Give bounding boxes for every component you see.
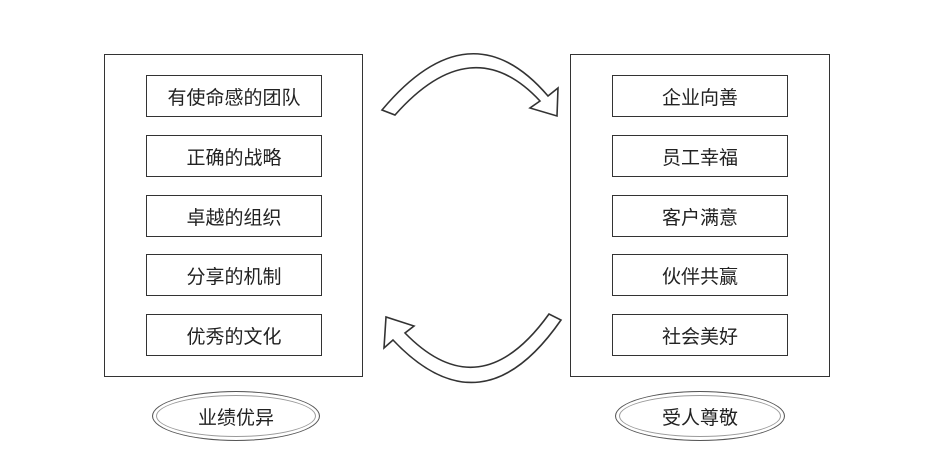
right-item-partner-winwin: 伙伴共赢 [612, 254, 788, 296]
right-result-oval: 受人尊敬 [615, 391, 785, 441]
left-item-mission-team: 有使命感的团队 [146, 75, 322, 117]
right-item-employee-happiness: 员工幸福 [612, 135, 788, 177]
right-panel: 企业向善 员工幸福 客户满意 伙伴共赢 社会美好 [570, 54, 830, 377]
bottom-curved-arrow-icon [383, 312, 563, 384]
right-result-label: 受人尊敬 [661, 406, 738, 429]
left-item-organization: 卓越的组织 [146, 195, 322, 237]
left-result-label: 业绩优异 [197, 406, 274, 429]
right-item-company-good: 企业向善 [612, 75, 788, 117]
left-panel: 有使命感的团队 正确的战略 卓越的组织 分享的机制 优秀的文化 [104, 54, 363, 377]
right-item-society-better: 社会美好 [612, 314, 788, 356]
left-item-strategy: 正确的战略 [146, 135, 322, 177]
left-item-sharing-mechanism: 分享的机制 [146, 254, 322, 296]
top-curved-arrow-icon [380, 53, 559, 118]
left-result-oval: 业绩优异 [152, 391, 320, 441]
left-item-culture: 优秀的文化 [146, 314, 322, 356]
right-item-customer-satisfaction: 客户满意 [612, 195, 788, 237]
